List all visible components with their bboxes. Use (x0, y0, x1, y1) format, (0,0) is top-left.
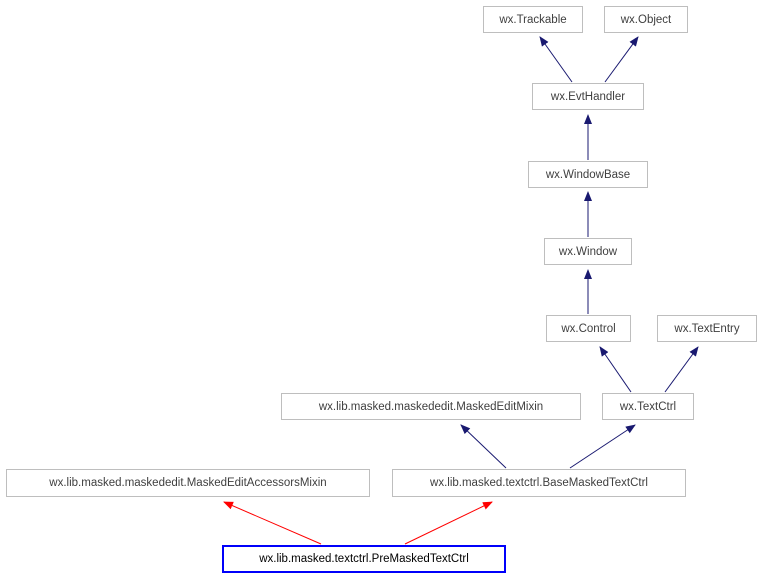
node-label: wx.lib.masked.maskededit.MaskedEditMixin (318, 400, 544, 413)
edge-textctrl-to-textentry (664, 346, 699, 393)
edge-evthandler-to-trackable (539, 36, 573, 83)
node-wx-textentry[interactable]: wx.TextEntry (657, 315, 757, 342)
edge-evthandler-to-object (604, 36, 639, 83)
node-wx-textctrl[interactable]: wx.TextCtrl (602, 393, 694, 420)
edge-basemaskedtextctrl-to-textctrl (569, 424, 636, 469)
edge-basemaskedtextctrl-to-maskededitmixin (460, 424, 507, 469)
node-wx-window[interactable]: wx.Window (544, 238, 632, 265)
node-label: wx.WindowBase (545, 168, 631, 181)
node-label: wx.Control (561, 322, 616, 335)
node-label: wx.lib.masked.textctrl.BaseMaskedTextCtr… (430, 477, 648, 489)
node-label: wx.TextEntry (674, 322, 740, 335)
node-label: wx.lib.masked.textctrl.PreMaskedTextCtrl (259, 553, 469, 565)
node-label: wx.lib.masked.maskededit.MaskedEditAcces… (49, 477, 327, 489)
node-label: wx.TextCtrl (619, 400, 677, 413)
node-wx-evthandler[interactable]: wx.EvtHandler (532, 83, 644, 110)
node-label: wx.EvtHandler (550, 90, 626, 103)
edge-textctrl-to-control (599, 346, 632, 393)
edge-premaskedtextctrl-to-accessorsmixin (223, 501, 322, 545)
node-premaskedtextctrl[interactable]: wx.lib.masked.textctrl.PreMaskedTextCtrl (222, 545, 506, 573)
node-wx-control[interactable]: wx.Control (546, 315, 631, 342)
node-wx-object[interactable]: wx.Object (604, 6, 688, 33)
edge-premaskedtextctrl-to-basemaskedtextctrl (404, 501, 493, 545)
node-label: wx.Window (558, 245, 618, 258)
node-label: wx.Trackable (499, 13, 567, 26)
node-maskededitmixin[interactable]: wx.lib.masked.maskededit.MaskedEditMixin (281, 393, 581, 420)
node-maskededitaccessorsmixin[interactable]: wx.lib.masked.maskededit.MaskedEditAcces… (6, 469, 370, 497)
node-label: wx.Object (620, 13, 672, 26)
node-basemaskedtextctrl[interactable]: wx.lib.masked.textctrl.BaseMaskedTextCtr… (392, 469, 686, 497)
node-wx-trackable[interactable]: wx.Trackable (483, 6, 583, 33)
node-wx-windowbase[interactable]: wx.WindowBase (528, 161, 648, 188)
